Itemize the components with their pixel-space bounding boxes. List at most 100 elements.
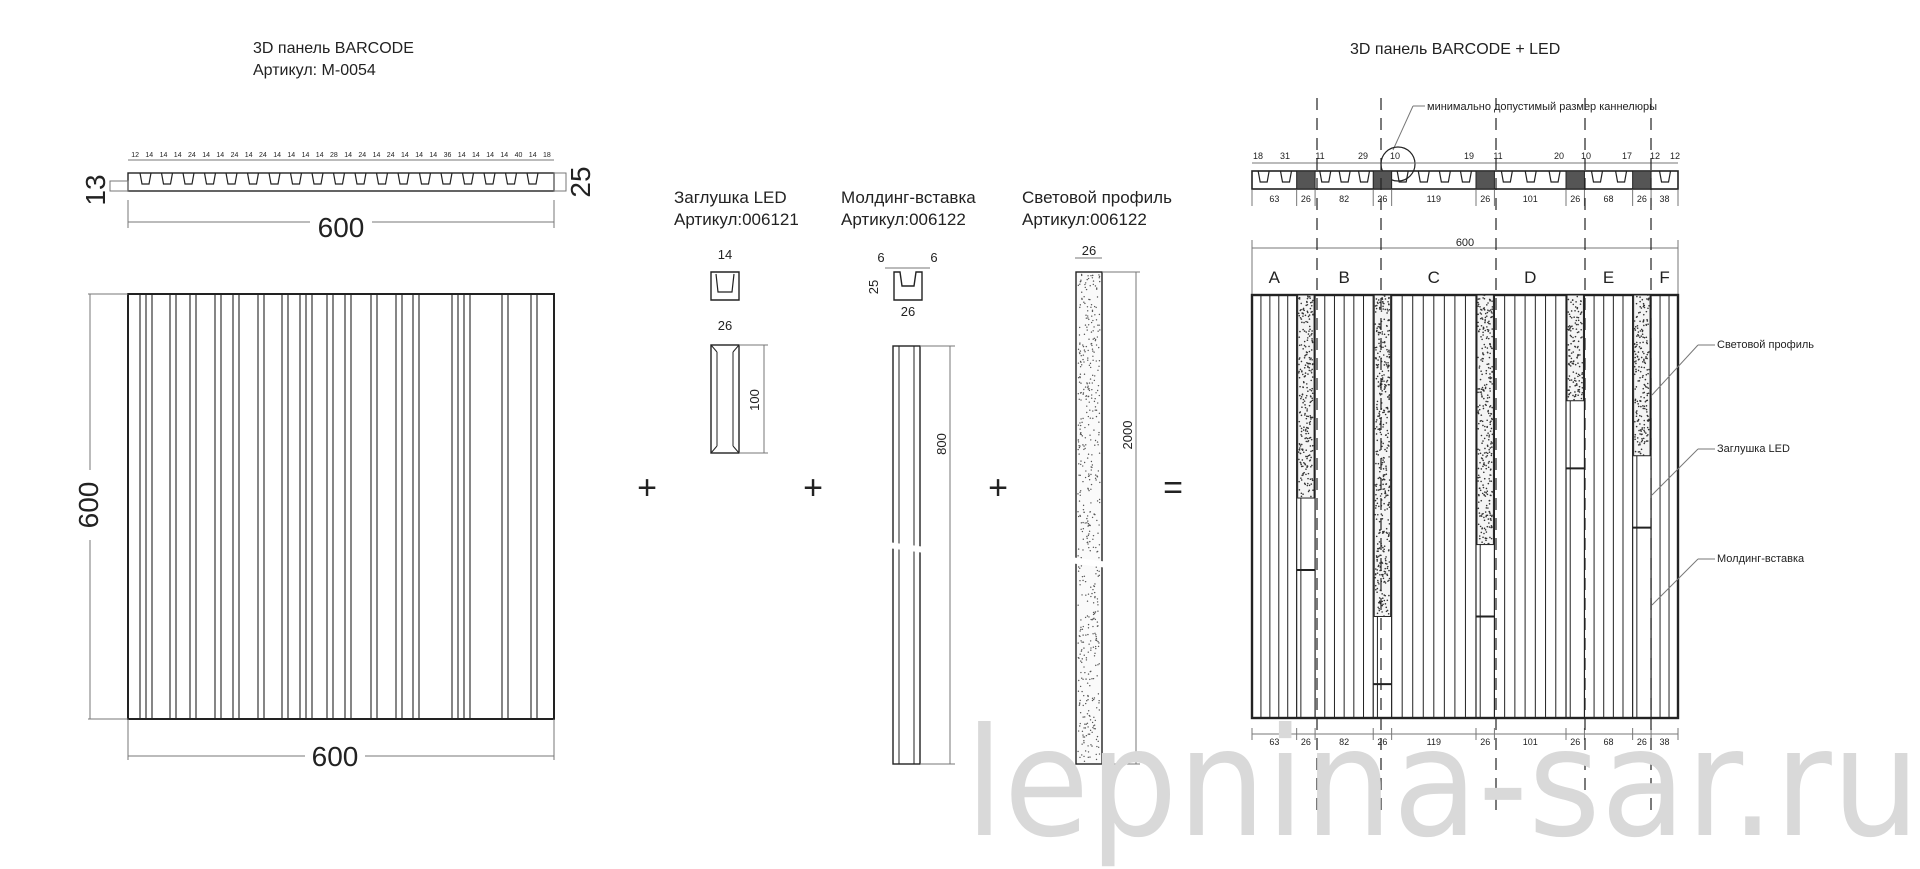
light-profile-width-dim: 26	[1082, 243, 1096, 258]
molding-side-view	[887, 345, 955, 765]
left-profile-dim: 14	[500, 152, 508, 159]
right-segment-dim: 101	[1523, 194, 1538, 204]
label-leaders	[1651, 344, 1715, 606]
left-profile-dim: 36	[444, 152, 452, 159]
right-segment-dim: 119	[1427, 194, 1441, 204]
left-profile-dim: 14	[202, 152, 210, 159]
left-profile-dim: 14	[415, 152, 423, 159]
left-profile-dim: 14	[160, 152, 168, 159]
left-profile-dim: 14	[529, 152, 537, 159]
right-segment-dim: 26	[1480, 737, 1490, 747]
left-profile-dim: 24	[231, 152, 239, 159]
right-segment-dim: 26	[1377, 737, 1387, 747]
right-top-dim: 12	[1650, 151, 1660, 161]
left-profile-dim: 14	[145, 152, 153, 159]
right-segment-dim: 68	[1604, 194, 1614, 204]
led-cap-top-dim: 14	[718, 247, 732, 262]
led-cap-section	[710, 271, 740, 301]
zone-label: F	[1659, 268, 1669, 287]
zone-label: A	[1269, 268, 1281, 287]
right-top-dim: 17	[1622, 151, 1632, 161]
zone-label: B	[1338, 268, 1349, 287]
right-segment-dim: 82	[1339, 737, 1349, 747]
left-panel-front	[127, 293, 555, 720]
left-profile-dim: 14	[429, 152, 437, 159]
right-segment-dim: 82	[1339, 194, 1349, 204]
left-profile-dim: 14	[287, 152, 295, 159]
left-panel-width-label: 600	[312, 741, 359, 772]
equals-operator: =	[1163, 469, 1183, 507]
zone-label: E	[1603, 268, 1614, 287]
left-height-label: 13	[80, 174, 111, 205]
left-profile-dim: 40	[515, 152, 523, 159]
right-segment-dim: 63	[1269, 194, 1279, 204]
left-profile-dim: 14	[316, 152, 324, 159]
led-cap-title: Заглушка LED	[674, 188, 787, 207]
molding-dim-right: 6	[930, 250, 937, 265]
left-profile-dim: 14	[472, 152, 480, 159]
left-profile-dim: 14	[401, 152, 409, 159]
left-panel-article: Артикул: М-0054	[253, 62, 376, 79]
molding-section	[885, 267, 930, 301]
plus-operator-1: +	[637, 469, 657, 507]
left-profile-dim: 18	[543, 152, 551, 159]
led-cap-length: 100	[747, 389, 762, 411]
right-top-dim: 11	[1315, 151, 1324, 161]
zone-label: C	[1428, 268, 1440, 287]
right-segment-dim: 101	[1523, 737, 1538, 747]
left-profile-width-label: 600	[318, 212, 365, 243]
right-panel-title: 3D панель BARCODE + LED	[1350, 41, 1560, 58]
right-segment-dim: 26	[1301, 194, 1311, 204]
left-profile-dim: 14	[458, 152, 466, 159]
right-segment-dim: 119	[1427, 737, 1441, 747]
right-segment-dim: 38	[1660, 737, 1670, 747]
watermark: lepnina-sar.ru	[965, 697, 1920, 869]
right-segment-dim: 38	[1660, 194, 1670, 204]
left-profile-dim: 24	[387, 152, 395, 159]
left-profile-dim: 12	[131, 152, 139, 159]
right-top-dim: 29	[1358, 151, 1368, 161]
left-profile-dim: 14	[273, 152, 281, 159]
molding-dim-left: 6	[877, 250, 884, 265]
right-segment-dim: 26	[1377, 194, 1387, 204]
molding-dim-width: 26	[901, 304, 915, 319]
callout-label: минимально допустимый размер каннелюры	[1427, 101, 1657, 113]
left-profile-dim: 14	[373, 152, 381, 159]
label-molding: Молдинг-вставка	[1717, 553, 1805, 565]
right-segment-dim: 26	[1570, 194, 1580, 204]
right-height-label: 25	[565, 166, 596, 197]
right-segment-dim: 26	[1570, 737, 1580, 747]
label-light-profile: Световой профиль	[1717, 339, 1814, 351]
left-profile-dim: 24	[259, 152, 267, 159]
left-profile-dimension-row: 12 14 14 14 24 14 14 24 14 24 14 14 14 14 28 14 24 14 24 14…	[128, 152, 554, 161]
label-led-cap: Заглушка LED	[1717, 443, 1790, 455]
left-profile-dim: 14	[302, 152, 310, 159]
right-top-dim: 10	[1581, 151, 1591, 161]
plus-operator-3: +	[988, 469, 1008, 507]
molding-title: Молдинг-вставка	[841, 188, 976, 207]
right-top-dim: 10	[1390, 151, 1400, 161]
right-segment-dim: 26	[1301, 737, 1311, 747]
left-profile-dim: 14	[486, 152, 494, 159]
left-profile-dim: 24	[188, 152, 196, 159]
right-top-dim: 12	[1670, 151, 1680, 161]
molding-dim-height: 25	[866, 280, 881, 294]
molding-article: Артикул:006122	[841, 210, 966, 229]
plus-operator-2: +	[803, 469, 823, 507]
left-profile-section	[109, 172, 567, 192]
right-segment-dim: 63	[1269, 737, 1279, 747]
left-profile-dim: 14	[216, 152, 224, 159]
left-profile-dim: 28	[330, 152, 338, 159]
left-profile-dim: 24	[358, 152, 366, 159]
callout-leader	[1380, 105, 1425, 182]
right-top-dim: 11	[1493, 151, 1502, 161]
molding-length: 800	[934, 433, 949, 455]
light-profile-side-view	[1069, 257, 1140, 765]
light-profile-length: 2000	[1120, 421, 1135, 450]
right-profile-section	[1251, 170, 1679, 190]
right-top-dim: 19	[1464, 151, 1474, 161]
left-panel-height-label: 600	[73, 482, 104, 529]
